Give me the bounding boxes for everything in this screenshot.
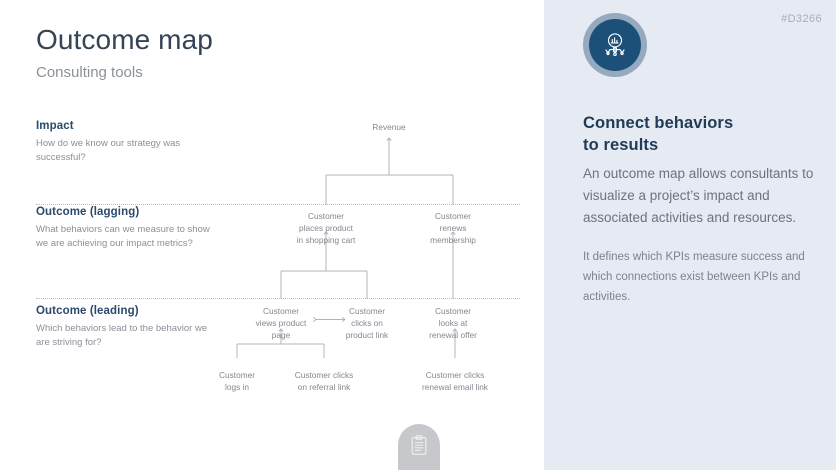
divider-impact-lagging xyxy=(36,204,520,205)
panel-icon-ring xyxy=(583,13,647,77)
page-title: Outcome map xyxy=(36,24,213,55)
row-description-impact: How do we know our strategy was successf… xyxy=(36,138,181,163)
info-panel: #D3266 xyxy=(544,0,836,470)
row-label-outcome-leading: Outcome (leading) Which behaviors lead t… xyxy=(36,305,221,350)
node-revenue[interactable]: Revenue xyxy=(349,122,429,134)
row-heading-impact: Impact xyxy=(36,120,74,132)
footer-clipboard-tab[interactable] xyxy=(398,424,440,470)
node-label: Revenue xyxy=(372,122,406,132)
divider-lagging-leading xyxy=(36,298,520,299)
page-subtitle: Consulting tools xyxy=(36,64,143,81)
slide-code: #D3266 xyxy=(781,13,822,25)
row-heading-outcome-leading: Outcome (leading) xyxy=(36,305,139,317)
row-label-outcome-lagging: Outcome (lagging) What behaviors can we … xyxy=(36,206,221,251)
row-heading-outcome-lagging: Outcome (lagging) xyxy=(36,206,140,218)
row-description-outcome-leading: Which behaviors lead to the behavior we … xyxy=(36,323,208,348)
outcome-map-diagram xyxy=(236,137,458,358)
magnifier-barchart-network-icon xyxy=(605,33,625,57)
panel-lead-text: An outcome map allows consultants to vis… xyxy=(583,166,814,225)
panel-body-text: It defines which KPIs measure success an… xyxy=(583,251,805,303)
row-description-outcome-lagging: What behaviors can we measure to show we… xyxy=(36,224,210,249)
panel-icon-disc xyxy=(589,19,641,71)
clipboard-icon xyxy=(411,435,427,455)
row-label-impact: Impact How do we know our strategy was s… xyxy=(36,120,221,165)
